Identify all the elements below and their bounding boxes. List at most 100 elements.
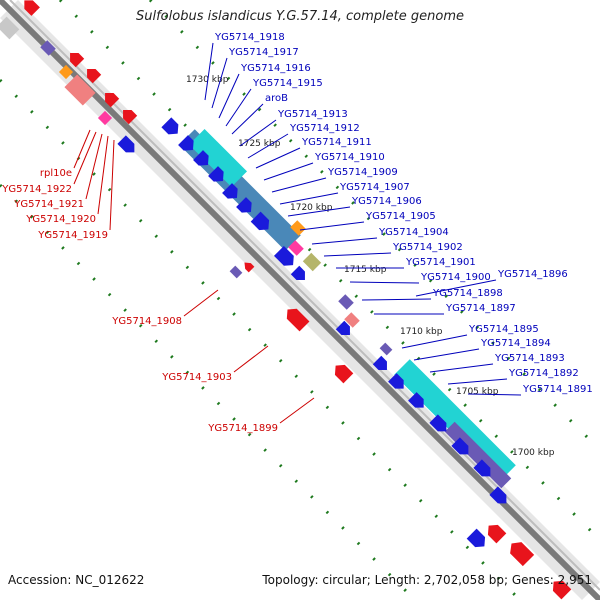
reverse-gene-12 — [372, 355, 387, 370]
gc-band-cyan-1 — [189, 129, 247, 187]
reverse-leader-1 — [204, 42, 214, 101]
reverse-gene-2 — [178, 135, 194, 151]
reverse-gene-label-4: YG5714_1915 — [252, 78, 323, 89]
feature-purple-2 — [40, 40, 56, 56]
feature-purple-1-group — [338, 294, 354, 310]
forward-gene-label-left-1: rpl10e — [40, 168, 72, 179]
genome-summary: Topology: circular; Length: 2,702,058 bp… — [262, 573, 592, 587]
forward-gene-label-mid-2: YG5714_1903 — [161, 372, 232, 383]
feature-salmon-1 — [64, 74, 96, 106]
reverse-gene-11 — [335, 320, 350, 335]
feature-purple-2-group — [40, 40, 56, 56]
reverse-gene-17-group — [473, 459, 491, 477]
forward-gene-7 — [244, 262, 255, 273]
feature-grey-1-group — [0, 16, 20, 40]
forward-gene-5 — [286, 308, 310, 332]
forward-gene-label-mid-1: YG5714_1908 — [111, 316, 182, 327]
forward-leader-mid-1 — [183, 289, 219, 317]
forward-gene-label-left-4: YG5714_1920 — [25, 214, 96, 225]
reverse-leader-3 — [218, 73, 240, 119]
reverse-gene-16 — [451, 437, 469, 455]
reverse-gene-14 — [408, 392, 424, 408]
scale-label-3: 1720 kbp — [290, 203, 333, 213]
reverse-gene-label-13: YG5714_1905 — [365, 211, 436, 222]
forward-gene-4-group — [123, 110, 138, 125]
scale-label-5: 1710 kbp — [400, 327, 443, 337]
feature-purple-1 — [338, 294, 354, 310]
forward-gene-3-group — [105, 93, 120, 108]
reverse-gene-18-group — [466, 528, 486, 548]
reverse-gene-14-group — [408, 392, 424, 408]
forward-leader-left-4 — [97, 135, 109, 215]
forward-gene-6-group — [334, 364, 354, 384]
reverse-gene-9-group — [290, 265, 305, 280]
reverse-gene-label-12: YG5714_1906 — [351, 196, 422, 207]
reverse-leader-22 — [413, 348, 480, 361]
reverse-gene-9 — [290, 265, 305, 280]
reverse-gene-15-group — [429, 414, 447, 432]
reverse-gene-label-17: YG5714_1900 — [420, 272, 491, 283]
reverse-gene-label-2: YG5714_1917 — [228, 47, 299, 58]
map-title: Sulfolobus islandicus Y.G.57.14, complet… — [136, 9, 464, 24]
feature-purple-3 — [229, 265, 243, 279]
reverse-leader-19 — [361, 298, 432, 301]
feature-salmon-1-group — [64, 74, 96, 106]
forward-gene-label-mid-3: YG5714_1899 — [207, 423, 278, 434]
reverse-leader-7 — [247, 133, 289, 159]
reverse-gene-label-5: aroB — [265, 93, 288, 104]
forward-gene-8 — [487, 524, 507, 544]
reverse-gene-18 — [466, 528, 486, 548]
forward-leader-left-3 — [85, 133, 103, 200]
reverse-leader-12 — [287, 206, 351, 217]
reverse-gene-7-group — [250, 211, 270, 231]
forward-gene-label-left-3: YG5714_1921 — [13, 199, 84, 210]
reverse-leader-9 — [263, 162, 314, 181]
reverse-leader-14 — [311, 237, 378, 245]
gc-band-cyan-2 — [394, 359, 516, 481]
forward-leader-left-1 — [73, 129, 91, 169]
forward-gene-5-group — [286, 308, 310, 332]
reverse-leader-15 — [323, 252, 392, 257]
reverse-gene-label-14: YG5714_1904 — [378, 227, 449, 238]
reverse-gene-label-3: YG5714_1916 — [240, 63, 311, 74]
forward-gene-9-group — [510, 542, 535, 567]
gc-band-purple-group — [444, 421, 512, 489]
forward-gene-2 — [87, 69, 102, 84]
reverse-gene-2-group — [178, 135, 194, 151]
reverse-gene-11-group — [335, 320, 350, 335]
feature-orange-1 — [290, 220, 306, 236]
reverse-gene-label-23: YG5714_1893 — [494, 353, 565, 364]
scale-label-2: 1725 kbp — [238, 139, 281, 149]
feature-olive-1-group — [302, 252, 322, 272]
scale-label-7: 1700 kbp — [512, 448, 555, 458]
reverse-leader-5 — [231, 103, 264, 135]
reverse-gene-17 — [473, 459, 491, 477]
feature-salmon-2-group — [344, 312, 360, 328]
reverse-leader-4 — [225, 88, 252, 127]
gc-band-cyan-2-group — [394, 359, 516, 481]
reverse-gene-7 — [250, 211, 270, 231]
reverse-gene-4-group — [208, 166, 224, 182]
reverse-gene-label-7: YG5714_1912 — [289, 123, 360, 134]
forward-gene-4 — [123, 110, 138, 125]
reverse-gene-label-10: YG5714_1909 — [327, 167, 398, 178]
reverse-gene-19 — [489, 486, 507, 504]
reverse-leader-2 — [211, 57, 228, 109]
tick-dot-line-3 — [0, 183, 417, 600]
reverse-gene-label-6: YG5714_1913 — [277, 109, 348, 120]
reverse-gene-1-group — [161, 117, 179, 135]
forward-gene-11-group — [24, 0, 40, 16]
forward-leader-mid-2 — [233, 345, 269, 373]
forward-gene-9 — [510, 542, 535, 567]
reverse-gene-6 — [236, 197, 252, 213]
feature-grey-1 — [0, 16, 20, 40]
gc-band-cyan-1-group — [189, 129, 247, 187]
reverse-leader-11 — [279, 192, 339, 205]
reverse-gene-label-15: YG5714_1902 — [392, 242, 463, 253]
forward-gene-11 — [24, 0, 40, 16]
reverse-gene-label-20: YG5714_1897 — [445, 303, 516, 314]
reverse-gene-13 — [388, 373, 404, 389]
forward-gene-3 — [105, 93, 120, 108]
